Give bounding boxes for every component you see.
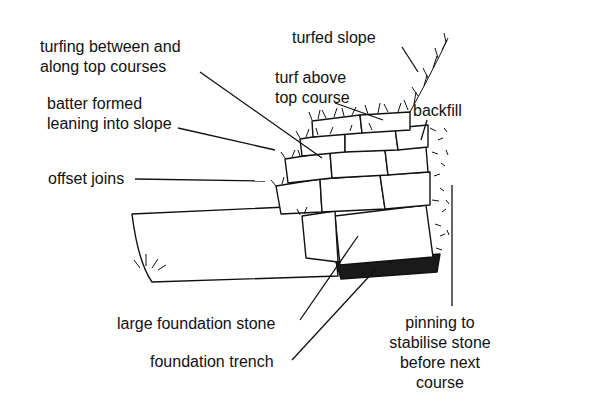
stone [385,147,428,175]
leader-line [300,236,358,320]
stone [302,211,338,262]
leader-line [135,179,265,181]
callout-label: turfing between and along top courses [40,37,205,77]
callout-label: offset joins [48,169,168,189]
leader-line [451,185,452,306]
leader-lines [135,47,452,360]
foundation-stone [335,205,433,265]
stone [330,150,388,178]
leader-line [421,120,427,140]
stones [132,112,440,282]
callout-label: pinning to stabilise stone before next c… [385,313,495,393]
stone [380,172,430,209]
callout-label: turfed slope [292,28,412,48]
callout-label: backfill [413,101,493,121]
stone [276,179,322,214]
backfill [430,128,449,250]
stone [320,175,385,212]
leader-line [292,270,375,360]
stone [312,115,362,137]
callout-label: foundation trench [150,352,310,372]
grass-tufts [134,33,447,270]
callout-label: batter formed leaning into slope [47,94,187,134]
callout-label: turf above top course [275,68,360,108]
ground-slab [132,205,338,282]
backfill-texture [430,128,449,250]
turf [134,33,448,270]
leader-line [402,47,418,72]
leader-line [178,128,275,150]
callout-label: large foundation stone [117,314,317,334]
